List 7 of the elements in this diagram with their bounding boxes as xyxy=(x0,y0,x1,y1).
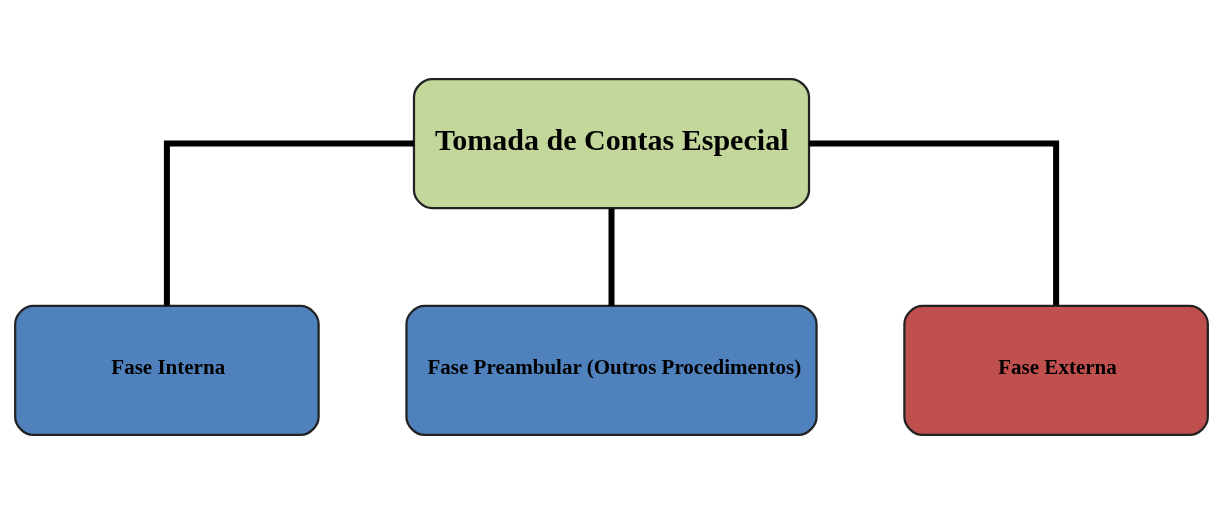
connector xyxy=(608,208,615,306)
node-box: Fase Preambular (Outros Procedimentos) xyxy=(405,304,818,436)
node-box: Fase Interna xyxy=(14,304,320,436)
node-box: Tomada de Contas Especial xyxy=(412,77,811,209)
connector xyxy=(809,140,1060,305)
node-box: Fase Externa xyxy=(903,304,1209,436)
connector xyxy=(163,140,414,305)
